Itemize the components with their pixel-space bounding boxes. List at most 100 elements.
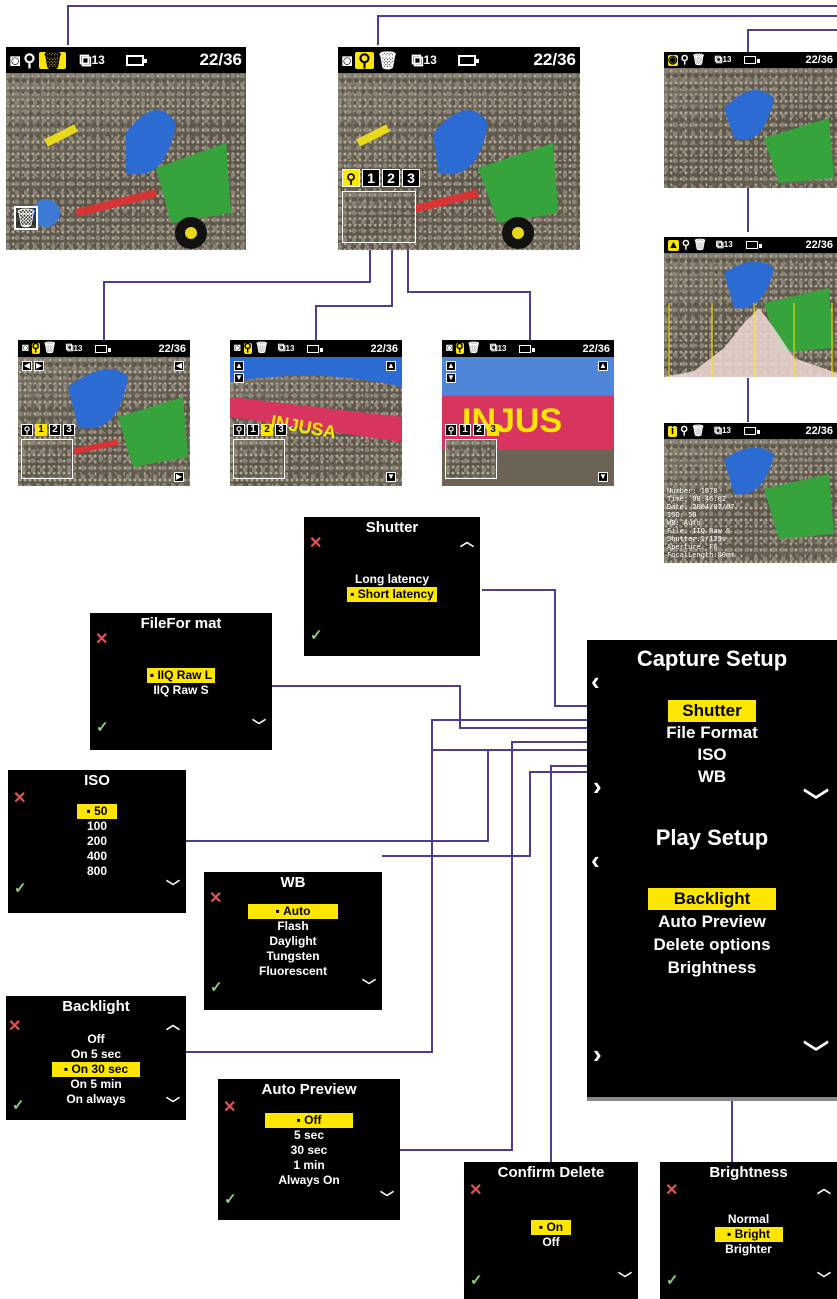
scroll-up-icon[interactable]: ︿ <box>166 1016 180 1032</box>
scroll-up-icon[interactable]: ︿ <box>460 533 474 549</box>
menu-item-backlight[interactable]: Backlight <box>587 888 837 910</box>
status-bar: ▲ ⚲ 🗑 ⧉13 22/36 <box>664 237 837 253</box>
prev-page-icon[interactable]: ‹ <box>591 666 600 696</box>
option-selected[interactable]: ▪ Short latency <box>304 587 480 602</box>
option[interactable]: 1 min <box>293 1158 325 1172</box>
pan-up-button[interactable]: ▲ <box>598 361 608 371</box>
option-selected[interactable]: ▪ Auto <box>204 904 382 919</box>
option-selected[interactable]: ▪ Bright <box>660 1227 837 1242</box>
option-selected[interactable]: ▪ On 30 sec <box>6 1062 186 1077</box>
menu-item-shutter[interactable]: Shutter <box>587 700 837 722</box>
option-selected[interactable]: ▪ IIQ Raw L <box>90 668 272 683</box>
pan-right-button[interactable]: ▶ <box>174 472 184 482</box>
zoom-level-2[interactable]: 2 <box>49 424 61 436</box>
zoom-level-3[interactable]: 3 <box>487 424 499 436</box>
menu-item-file-format[interactable]: File Format <box>666 723 758 742</box>
option[interactable]: Tungsten <box>266 949 320 963</box>
confirm-icon[interactable]: ✓ <box>224 1191 237 1208</box>
option[interactable]: Flash <box>277 919 309 933</box>
option-selected[interactable]: ▪ Off <box>218 1113 400 1128</box>
confirm-icon[interactable]: ✓ <box>12 1097 25 1114</box>
option[interactable]: On always <box>66 1092 126 1106</box>
option[interactable]: On 5 min <box>70 1077 122 1091</box>
next-page-icon[interactable]: › <box>593 1039 602 1069</box>
option[interactable]: 400 <box>86 849 108 863</box>
option[interactable]: IIQ Raw S <box>153 683 209 697</box>
option-selected[interactable]: ▪ On <box>464 1220 638 1235</box>
next-page-icon[interactable]: › <box>593 771 602 801</box>
cancel-icon[interactable]: ✕ <box>13 790 27 807</box>
pan-left-button[interactable]: ◀ <box>174 361 184 371</box>
zoom-level-3[interactable]: 3 <box>63 424 75 436</box>
scroll-down-icon[interactable]: ﹀ <box>166 1096 180 1112</box>
option[interactable]: 100 <box>86 819 108 833</box>
delete-confirm-icon[interactable]: 🗑 <box>14 206 38 230</box>
option[interactable]: Long latency <box>354 572 429 586</box>
zoom-level-1[interactable]: 1 <box>459 424 471 436</box>
zoom-level-1[interactable]: 1 <box>35 424 47 436</box>
cancel-icon[interactable]: ✕ <box>223 1099 237 1116</box>
info-icon[interactable]: i <box>668 425 678 437</box>
option[interactable]: Off <box>542 1235 560 1249</box>
option[interactable]: Normal <box>727 1212 770 1226</box>
exposure-icon[interactable]: ◉ <box>668 53 678 66</box>
pan-right-button[interactable]: ▶ <box>34 361 44 371</box>
prev-page-icon[interactable]: ‹ <box>591 845 600 875</box>
cancel-icon[interactable]: ✕ <box>665 1182 679 1199</box>
zoom-level-1[interactable]: 1 <box>247 424 259 436</box>
menu-item-delete-options[interactable]: Delete options <box>653 935 771 954</box>
option[interactable]: 30 sec <box>290 1143 328 1157</box>
option[interactable]: Brighter <box>725 1242 772 1256</box>
menu-item-wb[interactable]: WB <box>697 767 727 786</box>
menu-item-brightness[interactable]: Brightness <box>667 958 757 977</box>
scroll-down-icon[interactable]: ﹀ <box>618 1271 632 1287</box>
zoom-level-2[interactable]: 2 <box>261 424 273 436</box>
pan-up-button[interactable]: ▲ <box>386 361 396 371</box>
pan-up-button[interactable]: ▲ <box>234 361 244 371</box>
zoom-level-2[interactable]: 2 <box>473 424 485 436</box>
pan-down-button[interactable]: ▼ <box>598 472 608 482</box>
cancel-icon[interactable]: ✕ <box>95 631 109 648</box>
zoom-level-1[interactable]: 1 <box>362 169 380 187</box>
option[interactable]: Fluorescent <box>258 964 327 978</box>
magnifier-icon[interactable]: ⚲ <box>355 51 374 69</box>
scroll-down-icon[interactable]: ﹀ <box>802 1039 829 1069</box>
pan-left-button[interactable]: ◀ <box>22 361 32 371</box>
option[interactable]: 5 sec <box>293 1128 325 1142</box>
confirm-icon[interactable]: ✓ <box>666 1272 679 1289</box>
confirm-icon[interactable]: ✓ <box>470 1272 483 1289</box>
trash-icon[interactable]: 🗑 <box>38 51 67 69</box>
cancel-icon[interactable]: ✕ <box>8 1018 22 1035</box>
cancel-icon[interactable]: ✕ <box>469 1182 483 1199</box>
scroll-down-icon[interactable]: ﹀ <box>362 978 376 994</box>
scroll-down-icon[interactable]: ﹀ <box>817 1271 831 1287</box>
pan-down-button[interactable]: ▼ <box>234 373 244 383</box>
scroll-down-icon[interactable]: ﹀ <box>166 879 180 895</box>
option[interactable]: 200 <box>86 834 108 848</box>
confirm-icon[interactable]: ✓ <box>14 880 27 897</box>
scroll-up-icon[interactable]: ︿ <box>817 1180 831 1196</box>
option[interactable]: On 5 sec <box>70 1047 122 1061</box>
cancel-icon[interactable]: ✕ <box>209 890 223 907</box>
scroll-down-icon[interactable]: ﹀ <box>802 787 829 817</box>
scroll-down-icon[interactable]: ﹀ <box>380 1190 394 1206</box>
confirm-icon[interactable]: ✓ <box>210 979 223 996</box>
option[interactable]: Always On <box>278 1173 340 1187</box>
option[interactable]: 800 <box>86 864 108 878</box>
option[interactable]: Daylight <box>269 934 317 948</box>
confirm-icon[interactable]: ✓ <box>310 627 323 644</box>
confirm-icon[interactable]: ✓ <box>96 719 109 736</box>
option-selected[interactable]: ▪ 50 <box>8 804 186 819</box>
histogram-icon[interactable]: ▲ <box>668 238 679 251</box>
menu-item-iso[interactable]: ISO <box>697 745 727 764</box>
zoom-level-2[interactable]: 2 <box>382 169 400 187</box>
pan-down-button[interactable]: ▼ <box>386 472 396 482</box>
cancel-icon[interactable]: ✕ <box>309 535 323 552</box>
menu-item-auto-preview[interactable]: Auto Preview <box>658 912 766 931</box>
pan-down-button[interactable]: ▼ <box>446 373 456 383</box>
option[interactable]: Off <box>87 1032 105 1046</box>
zoom-level-3[interactable]: 3 <box>402 169 420 187</box>
pan-up-button[interactable]: ▲ <box>446 361 456 371</box>
zoom-level-3[interactable]: 3 <box>275 424 287 436</box>
scroll-down-icon[interactable]: ﹀ <box>252 718 266 734</box>
